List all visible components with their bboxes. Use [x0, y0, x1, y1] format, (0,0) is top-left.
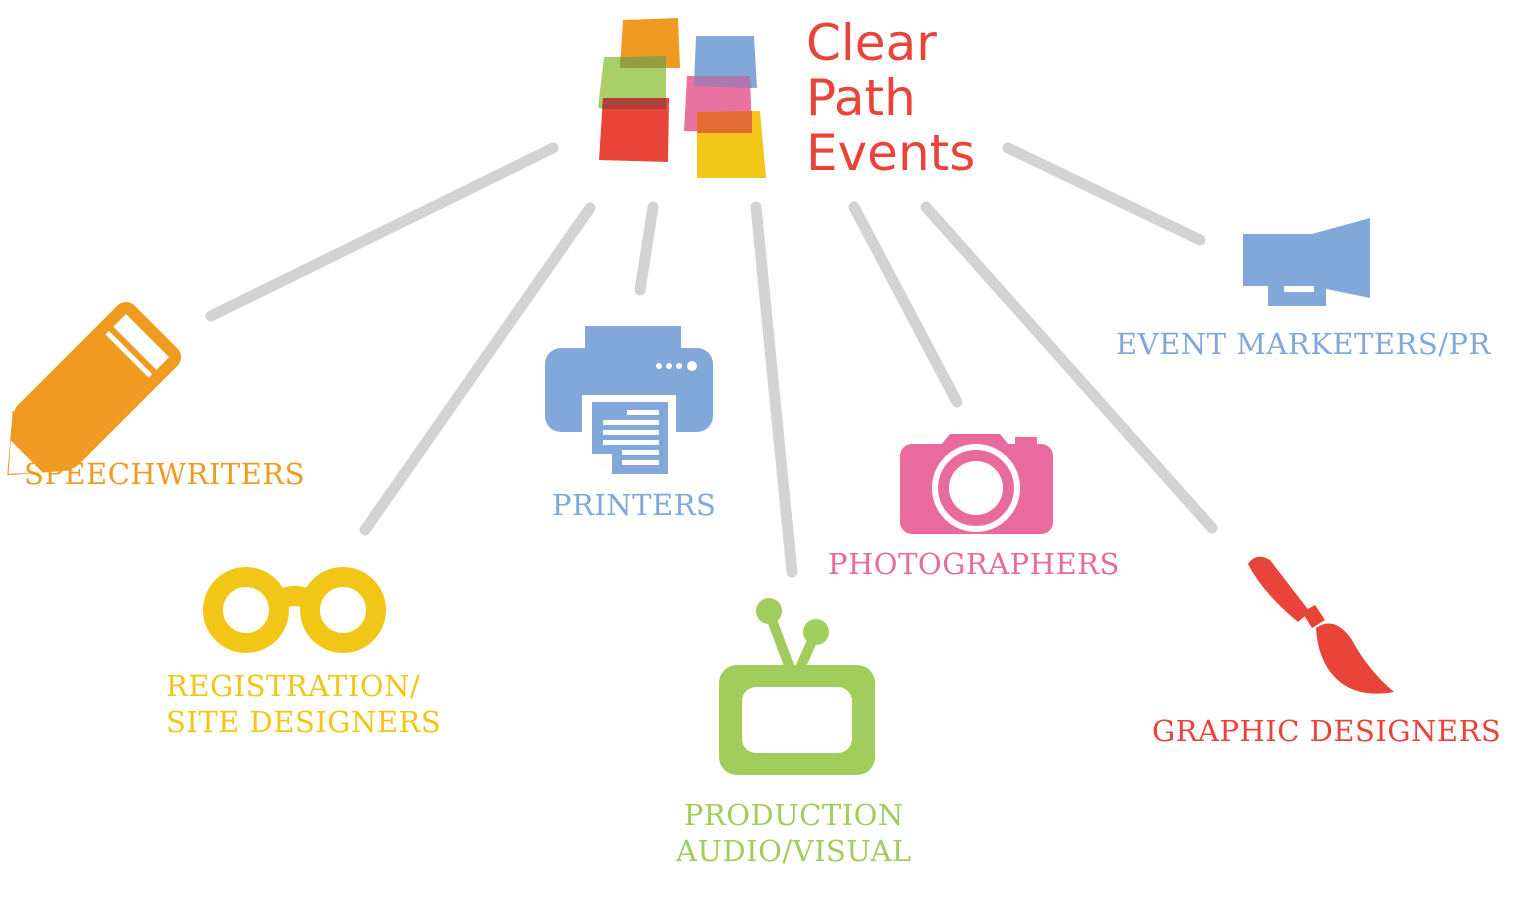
connector-photographers	[848, 201, 963, 408]
connector-registration	[359, 202, 596, 536]
connector-production	[750, 201, 798, 578]
brand-line-1: Clear	[806, 14, 937, 72]
connector-printers	[634, 201, 659, 296]
label-production: PRODUCTION AUDIO/VISUAL	[676, 797, 912, 870]
label-printers: PRINTERS	[552, 488, 717, 522]
connector-graphic	[920, 201, 1218, 534]
brand-line-3: Events	[806, 124, 976, 182]
connector-speechwriters	[205, 142, 559, 322]
brand-line-2: Path	[806, 69, 916, 127]
connector-marketers	[1002, 142, 1206, 246]
label-production-line-2: AUDIO/VISUAL	[676, 834, 912, 869]
brand-title: Clear Path Events	[806, 16, 975, 181]
label-speechwriters: SPEECHWRITERS	[24, 457, 306, 491]
label-production-line-1: PRODUCTION	[683, 798, 904, 832]
label-photographers: PHOTOGRAPHERS	[828, 547, 1120, 581]
label-graphic-designers: GRAPHIC DESIGNERS	[1152, 714, 1502, 748]
label-event-marketers: EVENT MARKETERS/PR	[1116, 327, 1491, 361]
label-registration-line-2: SITE DESIGNERS	[166, 705, 442, 740]
label-registration: REGISTRATION/ SITE DESIGNERS	[166, 668, 441, 741]
label-registration-line-1: REGISTRATION/	[166, 669, 421, 703]
